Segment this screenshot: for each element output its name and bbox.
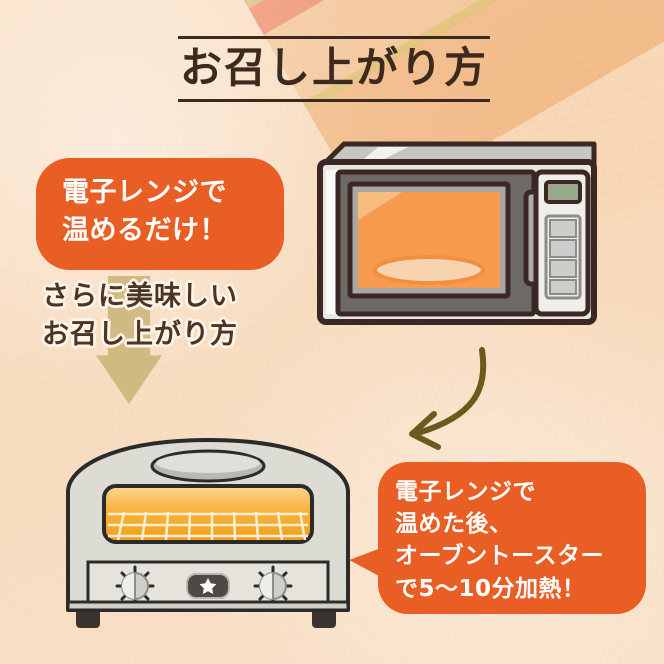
microwave-turntable [373,255,485,285]
toaster-instruction-bubble: 電子レンジで 温めた後、 オーブントースター で5〜10分加熱！ [378,462,646,614]
toaster-rack-lines [108,511,308,541]
microwave-button-4 [549,279,577,295]
page-title: お召し上がり方 [179,43,488,92]
toaster-foot-left [76,608,100,628]
toaster-knob-left [115,565,155,607]
microwave-button-1 [549,219,577,238]
toaster-base [66,600,350,612]
curved-arrow-head [409,411,441,450]
page-title-block: お召し上がり方 [178,36,490,102]
microwave-instruction-bubble: 電子レンジで 温めるだけ！ [36,158,284,270]
microwave-display [544,180,582,204]
microwave-body-highlight [326,170,338,314]
star-icon [199,578,217,594]
curved-arrow-stroke [415,347,487,436]
toaster-knob-right [253,565,293,607]
microwave-button-3 [549,259,577,278]
title-rule-bottom [178,98,490,102]
curved-arrow [382,338,512,468]
title-rule-top [178,36,490,39]
toaster-instruction-text: 電子レンジで 温めた後、 オーブントースター で5〜10分加熱！ [395,479,604,602]
microwave-interior-highlight [358,192,402,220]
microwave-button-2 [549,239,577,258]
microwave-oven-illustration [312,136,602,328]
oven-toaster-illustration [62,422,354,644]
toaster-foot-right [312,608,336,628]
microwave-button-group [544,214,582,300]
toaster-vent-highlight [156,453,260,473]
subheading-text: さらに美味しい お召し上がり方 [42,281,238,351]
microwave-instruction-text: 電子レンジで 温めるだけ！ [62,177,227,247]
